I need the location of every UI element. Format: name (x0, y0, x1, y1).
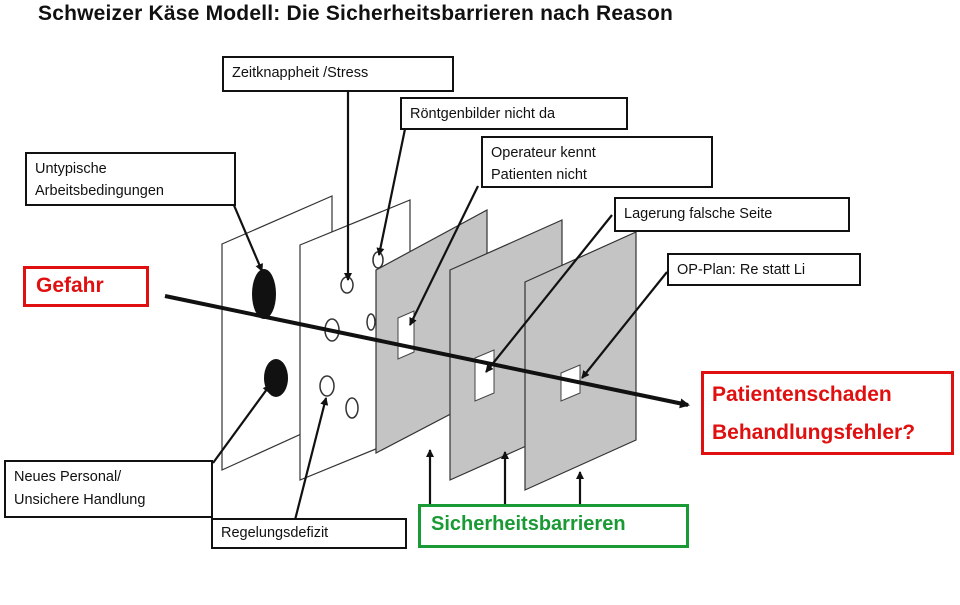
hole-2e (372, 251, 384, 269)
outcome-label: Patientenschaden Behandlungsfehler? (701, 371, 954, 455)
hole-1b (264, 359, 288, 397)
hazard-trajectory-arrow (164, 294, 690, 409)
hole-2f (366, 313, 376, 331)
operateur-callout: Operateur kennt Patienten nicht (481, 136, 713, 188)
hole-1a (252, 269, 276, 319)
cheese-slice-5 (524, 231, 637, 491)
zeitknappheit-callout: Zeitknappheit /Stress (222, 56, 454, 92)
regelungsdefizit-callout: Regelungsdefizit (211, 518, 407, 549)
safety-barriers-label: Sicherheitsbarrieren (418, 504, 689, 548)
diagram-title: Schweizer Käse Modell: Die Sicherheitsba… (38, 2, 674, 25)
hole-2d (345, 397, 359, 419)
callout-pointers (212, 92, 668, 521)
untypische-arbeitsbedingungen-callout: Untypische Arbeitsbedingungen (25, 152, 236, 206)
lagerung-callout: Lagerung falsche Seite (614, 197, 850, 232)
op-plan-callout: OP-Plan: Re statt Li (667, 253, 861, 286)
hazard-label: Gefahr (23, 266, 149, 307)
neues-personal-callout: Neues Personal/ Unsichere Handlung (4, 460, 213, 518)
roentgenbilder-callout: Röntgenbilder nicht da (400, 97, 628, 130)
hole-2c (319, 375, 335, 397)
